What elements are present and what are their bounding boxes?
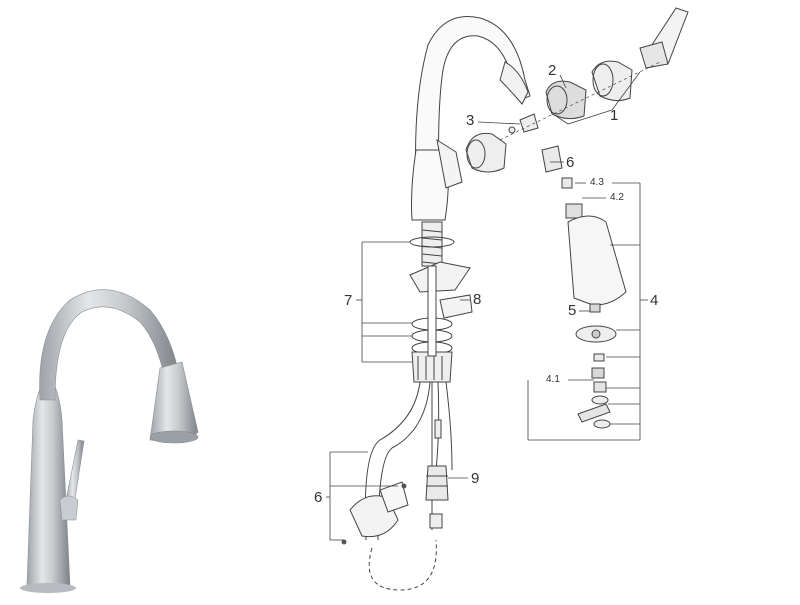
callout-8: 8	[473, 291, 482, 308]
spray-head-parts	[561, 177, 627, 429]
callout-9: 9	[471, 470, 480, 487]
callout-6-lower: 6	[314, 489, 323, 506]
faucet-photo	[20, 289, 199, 593]
callout-4: 4	[650, 292, 659, 309]
callout-3: 3	[466, 112, 475, 129]
callout-4-2: 4.2	[610, 192, 624, 203]
callout-7: 7	[344, 292, 353, 309]
leader-lines	[326, 71, 648, 541]
callout-2: 2	[548, 62, 557, 79]
callout-4-1: 4.1	[546, 374, 560, 385]
callout-6-upper: 6	[566, 154, 575, 171]
callout-4-3: 4.3	[590, 177, 604, 188]
callout-5: 5	[568, 302, 577, 319]
faucet-body-drawing	[341, 16, 531, 591]
cartridge-parts	[465, 7, 689, 173]
callout-1: 1	[610, 107, 619, 124]
